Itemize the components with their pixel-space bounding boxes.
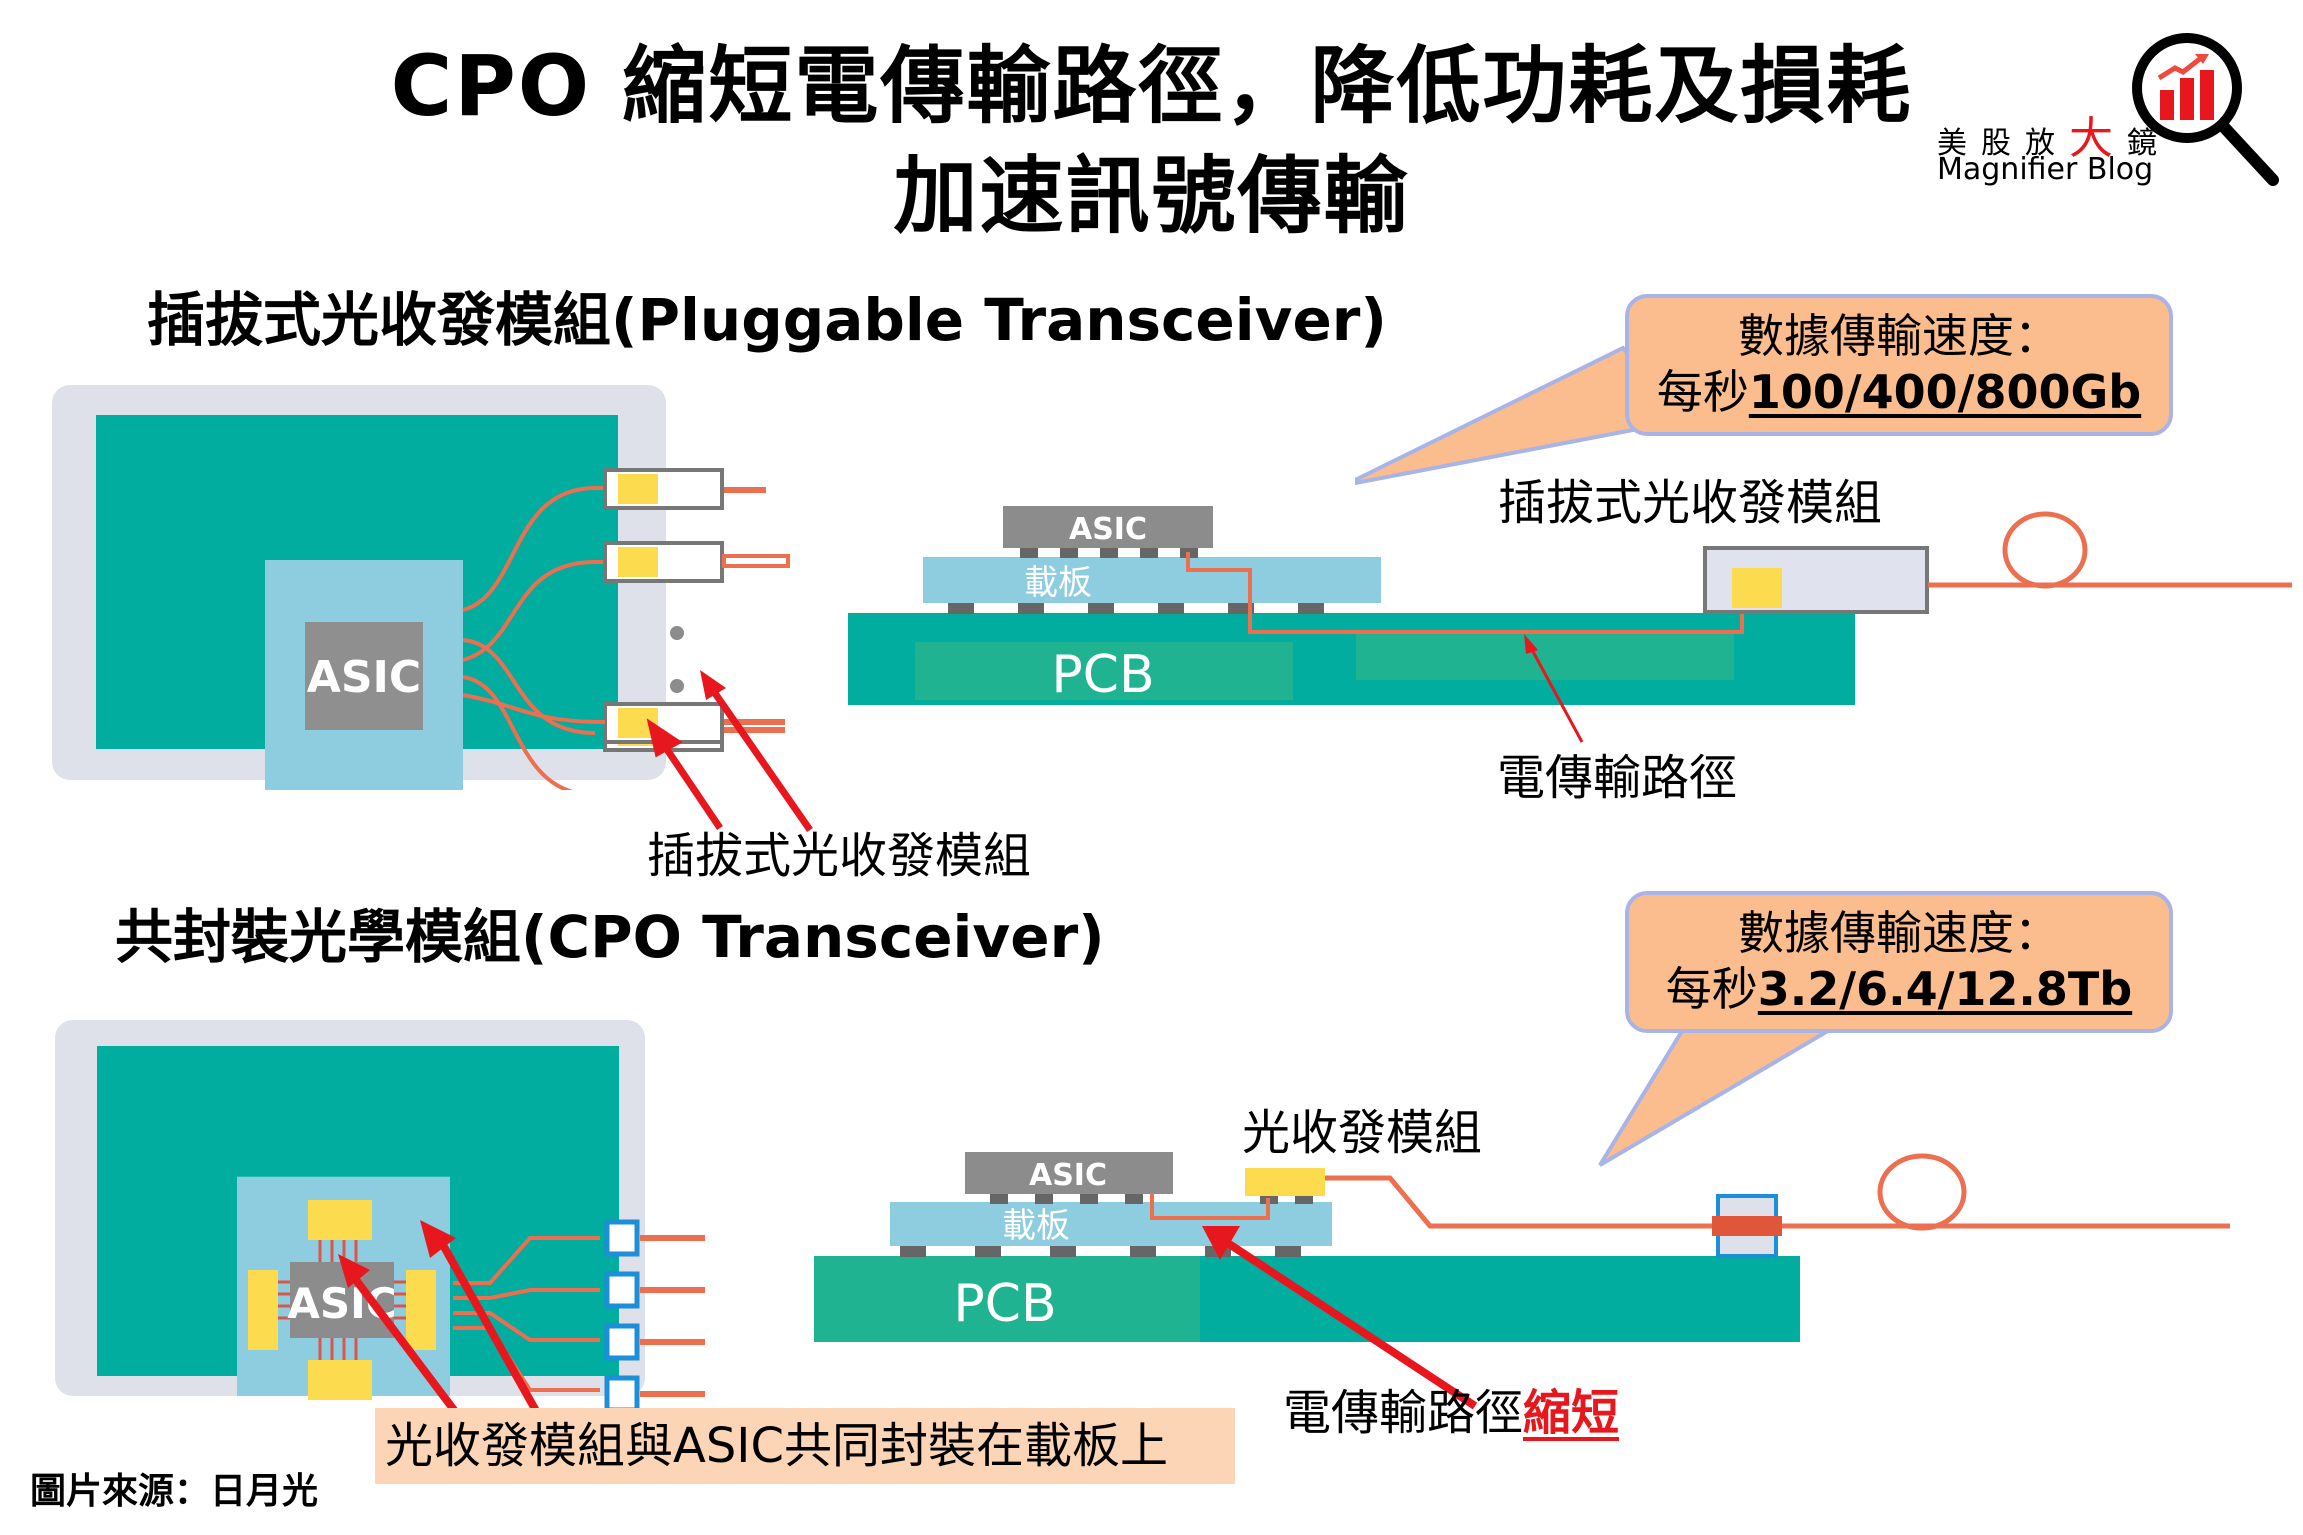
substrate-layer <box>923 557 1381 603</box>
arrow-head <box>646 718 683 758</box>
logo-cn-prefix: 美股放 <box>1937 126 2069 161</box>
trace <box>462 638 596 735</box>
substrate-label: 載板 <box>1002 1206 1070 1246</box>
speed-bubble-title: 數據傳輸速度： <box>1738 906 2060 960</box>
arrow-head <box>1202 1226 1240 1260</box>
cpo-heading: 共封裝光學模組(CPO Transceiver) <box>115 903 1105 971</box>
cpo-module-label: 光收發模組 <box>1242 1105 1483 1161</box>
pluggable-module <box>603 541 790 583</box>
arrow-head <box>338 1254 370 1288</box>
optical-engine <box>248 1270 278 1350</box>
pcb-label: PCB <box>953 1274 1056 1334</box>
asic-label: ASIC <box>1069 512 1147 547</box>
logo-cn-suffix: 鏡 <box>2127 126 2171 161</box>
cpo-arrow-head-2 <box>420 1220 456 1258</box>
trace <box>462 675 574 790</box>
asic-chip <box>1003 506 1213 548</box>
logo-english-name: Magnifier Blog <box>1937 152 2154 187</box>
speed-bubble-title: 數據傳輸速度： <box>1738 309 2060 363</box>
optical-engine <box>308 1200 372 1240</box>
pluggable-module <box>603 468 766 510</box>
asic-label: ASIC <box>307 652 421 703</box>
path-arrow-head <box>1524 634 1538 654</box>
pluggable-heading: 插拔式光收發模組(Pluggable Transceiver) <box>147 286 1387 354</box>
electrical-path-label: 電傳輸路徑 <box>1497 750 1738 806</box>
asic-label: ASIC <box>1029 1158 1107 1193</box>
arrow-line <box>1217 1234 1478 1410</box>
trace-to-bottom-module <box>462 693 606 724</box>
cpo-callout-box: 光收發模組與ASIC共同封裝在載板上 <box>375 1408 1235 1484</box>
cpo-path-label: 電傳輸路徑縮短 <box>1283 1385 1619 1441</box>
ellipsis-dot <box>670 626 684 640</box>
cpo-callout-text: 光收發模組與ASIC共同封裝在載板上 <box>385 1418 1168 1474</box>
cpo-cross-section-diagram: PCB 載板 ASIC <box>814 1152 2230 1342</box>
pluggable-modules <box>603 468 790 583</box>
arrow-line <box>346 1269 464 1421</box>
cpo-path-emphasis: 縮短 <box>1523 1385 1620 1441</box>
speed-value: 3.2/6.4/12.8Tb <box>1757 962 2133 1016</box>
ellipsis-dot <box>670 679 684 693</box>
pluggable-module-callout: 插拔式光收發模組 <box>647 828 1032 884</box>
trace <box>462 486 605 612</box>
red-arrow-pluggable-2 <box>700 670 813 832</box>
logo-chinese-name: 美股放大鏡 <box>1937 102 2171 166</box>
path-arrow-line <box>1528 645 1584 743</box>
substrate-layer <box>890 1202 1332 1246</box>
fiber-loop <box>2002 511 2088 589</box>
magnifier-bar-chart-icon <box>2132 33 2279 186</box>
pluggable-top-view-diagram: ASIC <box>52 385 790 790</box>
asic-chip <box>290 1262 394 1338</box>
logo-cn-big: 大 <box>2069 113 2127 164</box>
cpo-red-arrows <box>338 1234 544 1421</box>
image-source: 圖片來源：日月光 <box>30 1471 319 1512</box>
arrow-line <box>434 1234 544 1420</box>
blog-logo: 美股放大鏡 Magnifier Blog <box>1930 30 2290 200</box>
cpo-speed-bubble: 數據傳輸速度： 每秒3.2/6.4/12.8Tb <box>1625 891 2173 1033</box>
page-title-line-1: CPO 縮短電傳輸路徑，降低功耗及損耗 <box>390 37 1913 135</box>
asic-chip <box>305 622 423 730</box>
pcb-label: PCB <box>1051 645 1154 705</box>
red-arrows-pluggable <box>646 718 723 830</box>
solder-bumps <box>948 602 1324 614</box>
arrow-line <box>659 740 723 830</box>
speed-prefix: 每秒 <box>1665 962 1758 1016</box>
optical-module <box>1245 1168 1325 1196</box>
pluggable-speed-bubble: 數據傳輸速度： 每秒100/400/800Gb <box>1625 294 2173 436</box>
optical-engine <box>406 1270 436 1350</box>
cpo-top-view-diagram: ASIC <box>55 1020 705 1413</box>
fiber-loop <box>1877 1153 1967 1231</box>
cpo-path-text: 電傳輸路徑 <box>1283 1385 1524 1441</box>
optical-engine <box>308 1360 372 1400</box>
speed-bubble-value-line: 每秒100/400/800Gb <box>1629 364 2169 420</box>
asic-chip <box>965 1152 1173 1194</box>
optical-fiber <box>1325 1175 2230 1229</box>
substrate-label: 載板 <box>1024 563 1092 603</box>
trace <box>462 560 605 662</box>
pluggable-cross-section-diagram: PCB 載板 ASIC <box>848 506 2292 743</box>
electrical-path-trace <box>1150 1194 1270 1220</box>
speed-bubble-value-line: 每秒3.2/6.4/12.8Tb <box>1629 961 2169 1017</box>
cpo-path-arrow <box>1202 1226 1478 1410</box>
pluggable-module-label: 插拔式光收發模組 <box>1498 475 1883 531</box>
speed-prefix: 每秒 <box>1656 365 1749 419</box>
electrical-path-trace <box>1186 552 1744 634</box>
page-title-line-2: 加速訊號傳輸 <box>893 147 1410 245</box>
speed-value: 100/400/800Gb <box>1748 365 2142 419</box>
